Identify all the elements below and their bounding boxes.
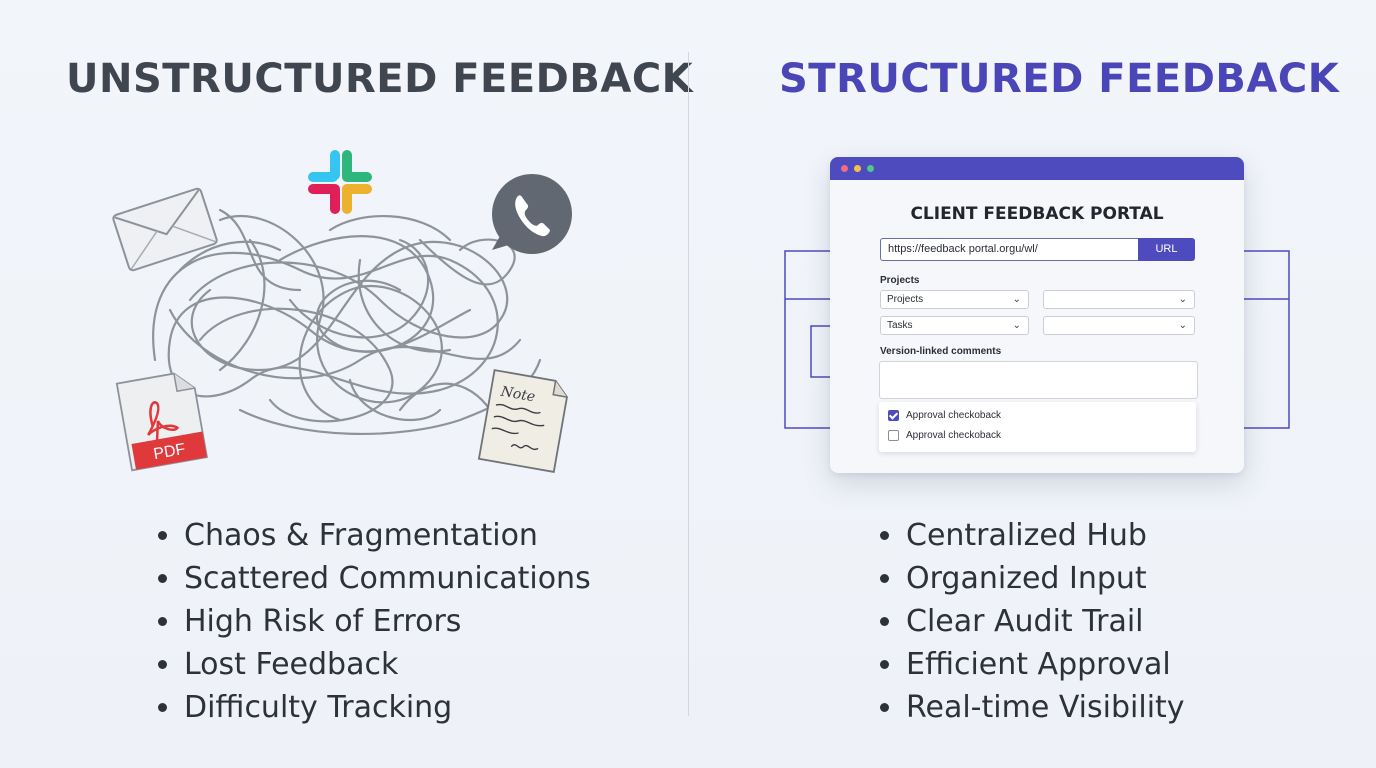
projects-label: Projects [880,275,920,286]
secondary-select-2[interactable]: ⌄ [1043,316,1195,335]
checkbox-checked-icon[interactable] [888,410,899,421]
tangle-lines [152,208,542,436]
phone-chat-icon [492,174,572,254]
bullet-dot [158,531,167,540]
feedback-portal-window: CLIENT FEEDBACK PORTAL https://feedback … [830,157,1244,473]
bullet-dot [158,660,167,669]
approval-checkbox-1[interactable]: Approval checkoback [888,410,1001,421]
list-item: High Risk of Errors [156,600,591,643]
chaos-illustration: PDF Note [112,150,572,473]
chevron-down-icon: ⌄ [1178,294,1187,305]
note-label: Note [499,383,537,405]
chevron-down-icon: ⌄ [1012,294,1021,305]
list-item: Clear Audit Trail [878,600,1185,643]
unstructured-bullet-list: Chaos & Fragmentation Scattered Communic… [156,514,591,729]
structured-panel: STRUCTURED FEEDBACK CLIENT FEEDBACK PORT… [689,0,1376,768]
pdf-label: PDF [152,441,187,463]
list-item: Lost Feedback [156,643,591,686]
structured-heading: STRUCTURED FEEDBACK [779,56,1340,102]
bullet-dot [880,660,889,669]
projects-select[interactable]: Projects ⌄ [880,290,1029,309]
window-maximize-icon [867,165,874,172]
bullet-dot [880,531,889,540]
structured-bullet-list: Centralized Hub Organized Input Clear Au… [878,514,1185,729]
list-item: Real-time Visibility [878,686,1185,729]
list-item: Chaos & Fragmentation [156,514,591,557]
bullet-dot [880,617,889,626]
unstructured-panel: UNSTRUCTURED FEEDBACK [66,56,693,729]
envelope-icon [112,187,218,272]
list-item: Centralized Hub [878,514,1185,557]
list-item: Scattered Communications [156,557,591,600]
bullet-dot [158,703,167,712]
list-item: Difficulty Tracking [156,686,591,729]
window-minimize-icon [854,165,861,172]
tasks-select[interactable]: Tasks ⌄ [880,316,1029,335]
pdf-document-icon: PDF [115,372,208,472]
approval-checkbox-2[interactable]: Approval checkoback [888,430,1001,441]
panel-divider [688,52,689,716]
window-titlebar [830,157,1244,180]
comments-textarea[interactable] [879,361,1198,399]
bullet-dot [158,574,167,583]
unstructured-heading: UNSTRUCTURED FEEDBACK [66,56,694,102]
bullet-dot [880,574,889,583]
window-close-icon [841,165,848,172]
secondary-select-1[interactable]: ⌄ [1043,290,1195,309]
bullet-dot [880,703,889,712]
list-item: Organized Input [878,557,1185,600]
bullet-dot [158,617,167,626]
note-document-icon: Note [477,369,568,473]
url-input[interactable]: https://feedback portal.orgu/wl/ [880,238,1138,261]
approval-checklist: Approval checkoback Approval checkoback [879,402,1196,452]
chevron-down-icon: ⌄ [1012,320,1021,331]
chevron-down-icon: ⌄ [1178,320,1187,331]
url-button[interactable]: URL [1138,238,1195,261]
checkbox-unchecked-icon[interactable] [888,430,899,441]
portal-title: CLIENT FEEDBACK PORTAL [910,204,1164,224]
comments-label: Version-linked comments [880,346,1002,357]
list-item: Efficient Approval [878,643,1185,686]
slack-icon [308,150,372,214]
